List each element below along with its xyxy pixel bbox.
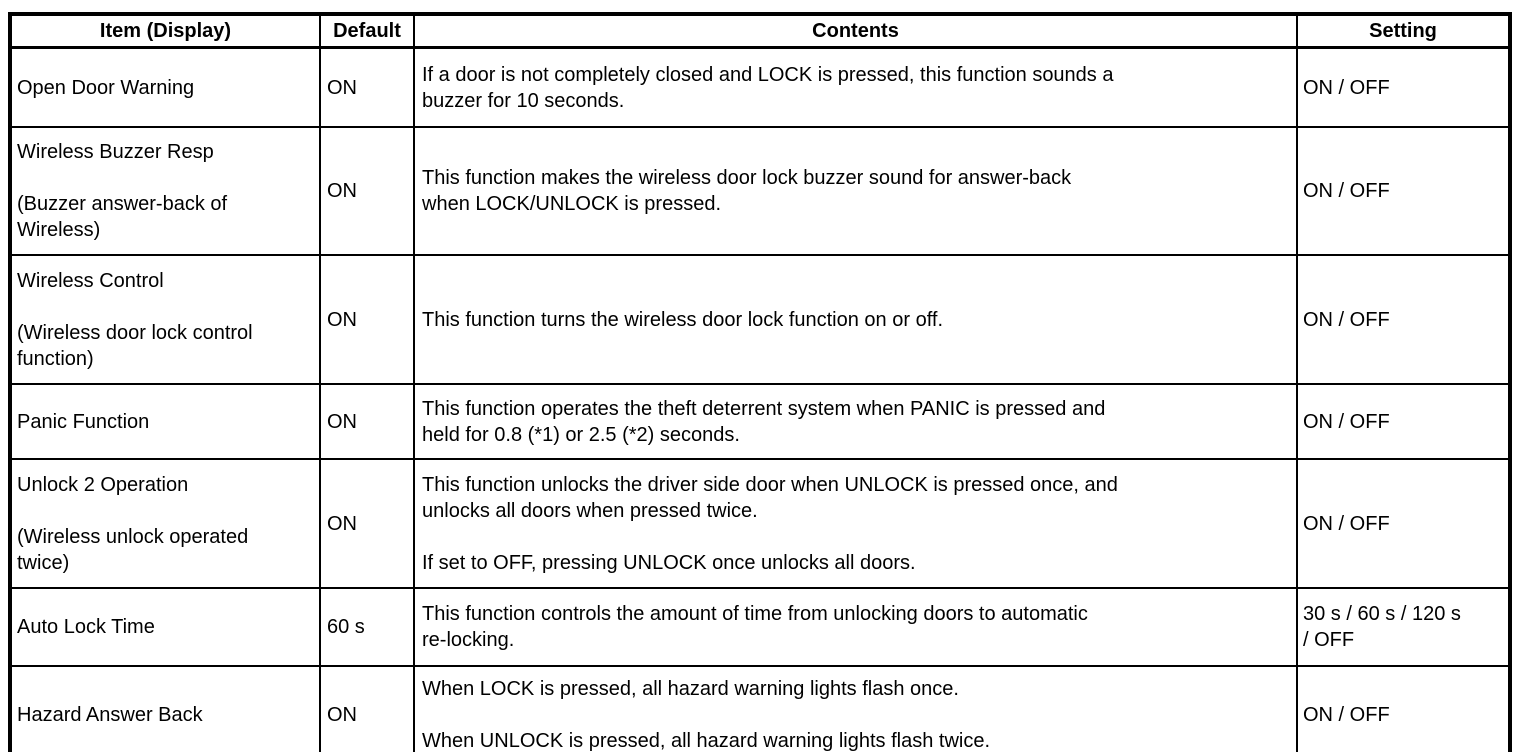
contents-paragraph: If a door is not completely closed and L… xyxy=(422,63,1114,112)
contents-cell: This function turns the wireless door lo… xyxy=(413,254,1298,385)
default-cell: 60 s xyxy=(319,587,415,667)
contents-cell: This function makes the wireless door lo… xyxy=(413,126,1298,256)
item-label: Open Door Warning xyxy=(17,76,195,99)
table-row: Auto Lock Time 60 s This function contro… xyxy=(9,587,1511,667)
default-cell: ON xyxy=(319,458,415,589)
customization-settings-table: Item (Display) Default Contents Setting … xyxy=(8,12,1512,752)
column-header-default: Default xyxy=(319,13,415,49)
item-note: (Wireless unlock operated twice) xyxy=(17,525,249,574)
item-label: Panic Function xyxy=(17,410,150,433)
table-row: Wireless Control (Wireless door lock con… xyxy=(9,254,1511,385)
default-cell: ON xyxy=(319,665,415,752)
contents-paragraph: This function turns the wireless door lo… xyxy=(422,308,944,331)
column-header-contents: Contents xyxy=(413,13,1298,49)
item-cell: Auto Lock Time xyxy=(9,587,321,667)
contents-paragraph: This function operates the theft deterre… xyxy=(422,397,1106,446)
contents-paragraph: If set to OFF, pressing UNLOCK once unlo… xyxy=(422,551,916,574)
setting-cell: ON / OFF xyxy=(1296,126,1511,256)
contents-cell: If a door is not completely closed and L… xyxy=(413,46,1298,128)
setting-cell: ON / OFF xyxy=(1296,665,1511,752)
setting-cell: ON / OFF xyxy=(1296,458,1511,589)
setting-cell: ON / OFF xyxy=(1296,46,1511,128)
contents-cell: This function unlocks the driver side do… xyxy=(413,458,1298,589)
table-row: Unlock 2 Operation (Wireless unlock oper… xyxy=(9,458,1511,589)
contents-paragraph: This function unlocks the driver side do… xyxy=(422,473,1118,522)
item-cell: Unlock 2 Operation (Wireless unlock oper… xyxy=(9,458,321,589)
item-cell: Hazard Answer Back xyxy=(9,665,321,752)
item-cell: Wireless Control (Wireless door lock con… xyxy=(9,254,321,385)
item-label: Wireless Buzzer Resp xyxy=(17,141,214,163)
column-header-setting: Setting xyxy=(1296,13,1511,49)
table-row: Open Door Warning ON If a door is not co… xyxy=(9,46,1511,128)
item-cell: Panic Function xyxy=(9,383,321,460)
contents-cell: This function controls the amount of tim… xyxy=(413,587,1298,667)
contents-paragraph: When LOCK is pressed, all hazard warning… xyxy=(422,677,959,700)
table-header: Item (Display) Default Contents Setting xyxy=(9,13,1511,49)
setting-cell: ON / OFF xyxy=(1296,383,1511,460)
contents-cell: When LOCK is pressed, all hazard warning… xyxy=(413,665,1298,752)
contents-cell: This function operates the theft deterre… xyxy=(413,383,1298,460)
contents-paragraph: When UNLOCK is pressed, all hazard warni… xyxy=(422,729,991,752)
item-cell: Open Door Warning xyxy=(9,46,321,128)
item-cell: Wireless Buzzer Resp (Buzzer answer-back… xyxy=(9,126,321,256)
item-label: Hazard Answer Back xyxy=(17,703,203,726)
item-note: (Wireless door lock control function) xyxy=(17,321,253,370)
column-header-item: Item (Display) xyxy=(9,13,321,49)
item-label: Wireless Control xyxy=(17,269,164,292)
default-cell: ON xyxy=(319,383,415,460)
setting-cell: 30 s / 60 s / 120 s / OFF xyxy=(1296,587,1511,667)
item-note: (Buzzer answer-back of Wireless) xyxy=(17,193,228,241)
contents-paragraph: This function controls the amount of tim… xyxy=(422,603,1088,651)
table-row: Panic Function ON This function operates… xyxy=(9,383,1511,460)
item-label: Unlock 2 Operation xyxy=(17,473,189,496)
table-body: Open Door Warning ON If a door is not co… xyxy=(9,46,1511,752)
default-cell: ON xyxy=(319,254,415,385)
table-row: Hazard Answer Back ON When LOCK is press… xyxy=(9,665,1511,752)
default-cell: ON xyxy=(319,46,415,128)
setting-cell: ON / OFF xyxy=(1296,254,1511,385)
item-label: Auto Lock Time xyxy=(17,616,155,638)
header-row: Item (Display) Default Contents Setting xyxy=(9,13,1511,49)
table-row: Wireless Buzzer Resp (Buzzer answer-back… xyxy=(9,126,1511,256)
contents-paragraph: This function makes the wireless door lo… xyxy=(422,167,1072,215)
default-cell: ON xyxy=(319,126,415,256)
